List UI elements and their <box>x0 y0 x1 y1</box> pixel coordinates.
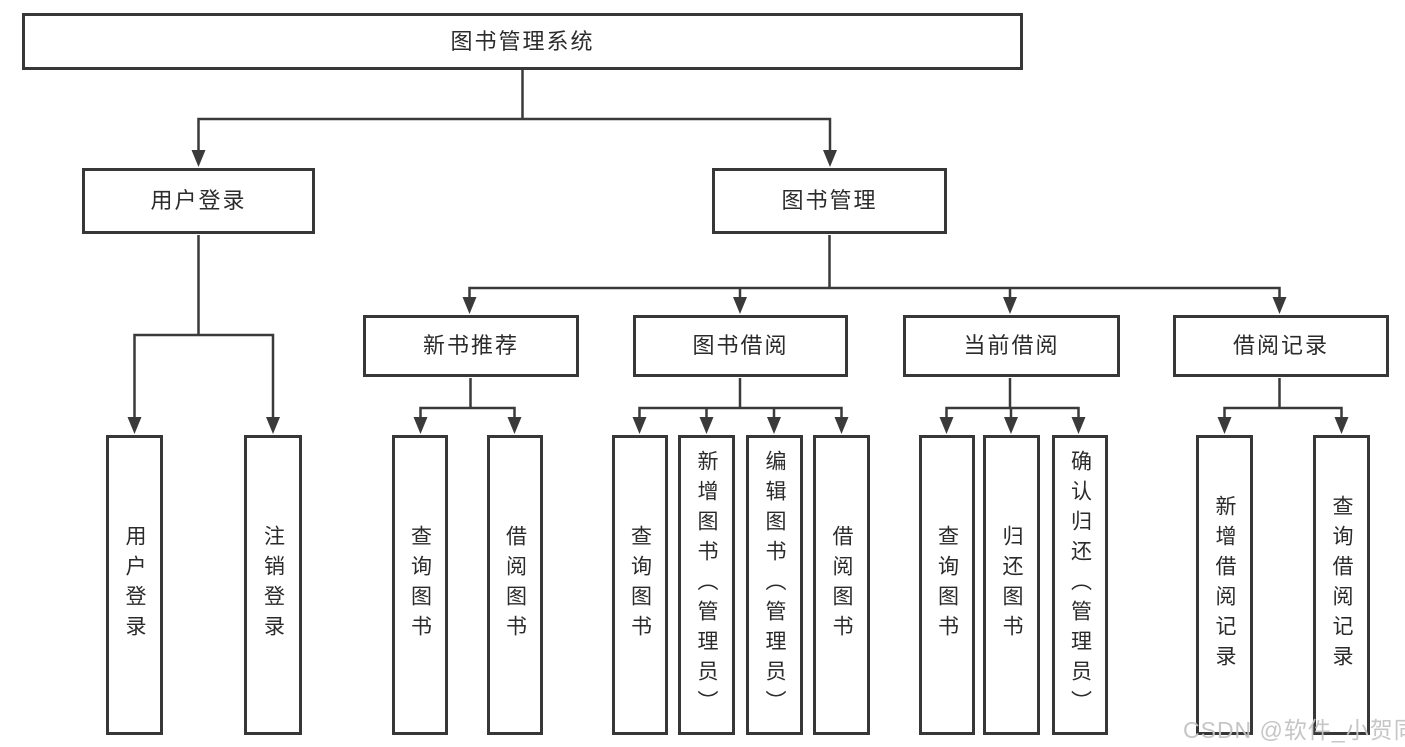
leaf-query-book-current-label: 查询图书 <box>935 525 959 645</box>
leaf-query-book-recommend-label: 查询图书 <box>408 525 432 645</box>
node-current-borrow-label: 当前借阅 <box>963 333 1060 358</box>
leaf-user-login: 用户登录 <box>106 435 163 735</box>
leaf-logout: 注销登录 <box>244 435 302 735</box>
node-book-management-label: 图书管理 <box>781 188 878 213</box>
node-borrow-record-label: 借阅记录 <box>1232 333 1329 358</box>
node-root-label: 图书管理系统 <box>450 28 595 54</box>
leaf-add-borrow-record: 新增借阅记录 <box>1196 435 1253 735</box>
leaf-borrow-book-recommend-label: 借阅图书 <box>503 525 527 645</box>
node-user-login-label: 用户登录 <box>150 188 247 213</box>
node-book-management: 图书管理 <box>712 168 947 234</box>
leaf-query-book-current: 查询图书 <box>919 435 975 735</box>
leaf-confirm-return-admin-label: 确认归还（管理员） <box>1068 450 1092 720</box>
node-book-borrow: 图书借阅 <box>633 315 848 377</box>
leaf-query-book-borrow-label: 查询图书 <box>628 525 652 645</box>
leaf-edit-book-admin-label: 编辑图书（管理员） <box>763 450 786 720</box>
leaf-borrow-book: 借阅图书 <box>813 435 870 735</box>
leaf-logout-label: 注销登录 <box>261 525 285 645</box>
leaf-return-book-label: 归还图书 <box>1000 525 1023 645</box>
leaf-query-borrow-record: 查询借阅记录 <box>1313 435 1370 735</box>
node-current-borrow: 当前借阅 <box>903 315 1120 377</box>
node-new-book-recommend: 新书推荐 <box>363 315 579 377</box>
leaf-add-book-admin: 新增图书（管理员） <box>678 435 735 735</box>
leaf-add-book-admin-label: 新增图书（管理员） <box>695 450 718 720</box>
leaf-add-borrow-record-label: 新增借阅记录 <box>1213 495 1236 675</box>
leaf-query-book-recommend: 查询图书 <box>392 435 448 735</box>
node-book-borrow-label: 图书借阅 <box>692 333 789 358</box>
csdn-watermark: CSDN @软件_小贺同学 <box>1183 717 1405 743</box>
leaf-return-book: 归还图书 <box>983 435 1040 735</box>
tree-connector-lines <box>133 69 1343 420</box>
leaf-borrow-book-label: 借阅图书 <box>830 525 853 645</box>
node-new-book-recommend-label: 新书推荐 <box>422 333 519 358</box>
leaf-borrow-book-recommend: 借阅图书 <box>487 435 543 735</box>
node-user-login: 用户登录 <box>82 168 315 234</box>
leaf-query-book-borrow: 查询图书 <box>612 435 668 735</box>
leaf-query-borrow-record-label: 查询借阅记录 <box>1330 495 1353 675</box>
node-root: 图书管理系统 <box>22 13 1023 70</box>
leaf-user-login-label: 用户登录 <box>123 525 146 645</box>
node-borrow-record: 借阅记录 <box>1173 315 1389 377</box>
leaf-edit-book-admin: 编辑图书（管理员） <box>746 435 803 735</box>
leaf-confirm-return-admin: 确认归还（管理员） <box>1052 435 1108 735</box>
